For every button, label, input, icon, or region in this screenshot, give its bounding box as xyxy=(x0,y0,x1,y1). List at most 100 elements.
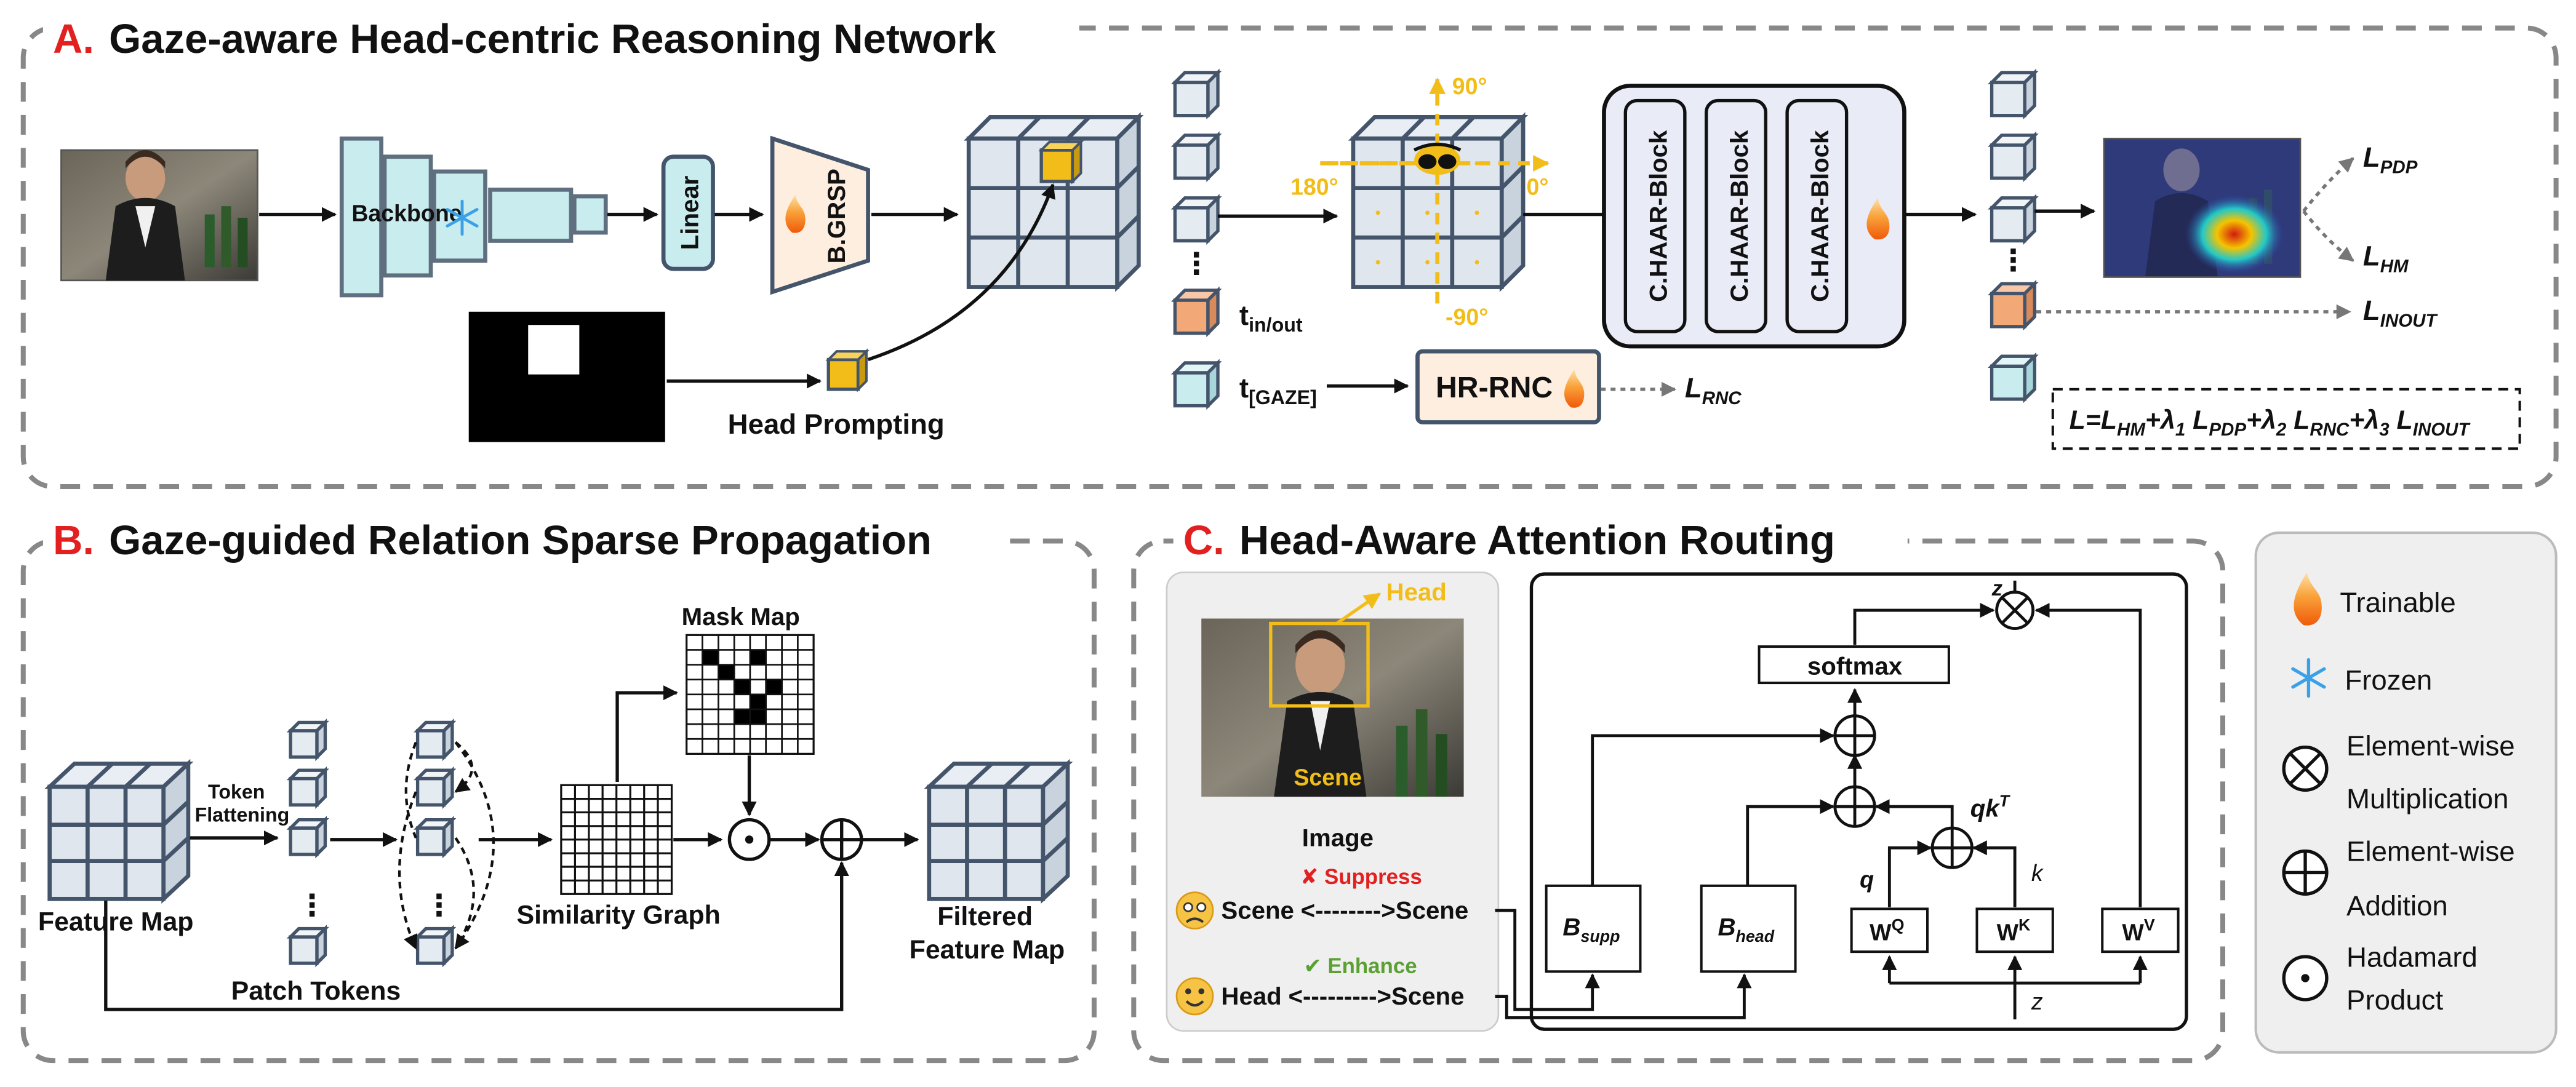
total-loss-text: L=LHM+λ1 LPDP+λ2 LRNC+λ3 LINOUT xyxy=(2070,405,2471,440)
scene-image xyxy=(1201,618,1464,797)
loss-inout-label: LINOUT xyxy=(2363,295,2439,331)
feature-map-label: Feature Map xyxy=(38,907,194,936)
wv-label: WV xyxy=(2122,915,2154,945)
token-flattening-label-2: Flattening xyxy=(195,803,290,826)
trainable-flame-icon xyxy=(785,194,806,233)
section-c-letter: C. xyxy=(1183,517,1225,563)
section-b-letter: B. xyxy=(53,517,94,563)
multiplication-icon xyxy=(2282,745,2329,792)
bgrsp-label: B.GRSP xyxy=(823,169,850,263)
patch-tokens xyxy=(286,718,329,968)
head-add-op xyxy=(1833,785,1876,828)
filtered-label-2: Feature Map xyxy=(910,935,1065,965)
b-head-label: Bhead xyxy=(1718,913,1774,946)
loss-pdp-label: LPDP xyxy=(2363,141,2418,178)
legend-mult-2: Multiplication xyxy=(2346,783,2508,814)
heatmap-image xyxy=(2103,137,2302,278)
token-flattening-label: Token xyxy=(208,781,265,803)
section-a-title: Gaze-aware Head-centric Reasoning Networ… xyxy=(109,16,996,62)
wv-box: WV xyxy=(2101,907,2180,954)
filtered-label-1: Filtered xyxy=(937,902,1033,931)
q-label: q xyxy=(1860,867,1874,893)
sad-face-icon xyxy=(1175,891,1214,930)
legend-hadamard-1: Hadamard xyxy=(2346,941,2478,973)
backbone xyxy=(339,136,608,298)
hr-rnc-block: HR-RNC xyxy=(1415,349,1601,424)
haar-block-stack: C.HAAR-Block C.HAAR-Block C.HAAR-Block xyxy=(1602,84,1906,349)
b-head-box: Bhead xyxy=(1700,884,1797,973)
hr-rnc-label: HR-RNC xyxy=(1436,371,1553,404)
total-loss-formula: L=LHM+λ1 LPDP+λ2 LRNC+λ3 LINOUT xyxy=(2051,388,2521,450)
input-image xyxy=(60,149,258,282)
token-ellipsis: ⋮ xyxy=(1182,247,1211,281)
legend-add-2: Addition xyxy=(2346,890,2448,922)
enhance-label: ✔ Enhance xyxy=(1303,954,1417,978)
head-token-in-grid xyxy=(1038,138,1084,185)
trainable-flame-icon xyxy=(1866,197,1890,240)
haar-block-label: C.HAAR-Block xyxy=(1806,130,1834,302)
section-a-letter: A. xyxy=(53,16,94,62)
add-op xyxy=(820,818,863,861)
z-output-label: z xyxy=(1991,576,2003,600)
angle-0-label: 0° xyxy=(1526,173,1548,199)
linear-block: Linear xyxy=(661,154,715,271)
mask-map-label: Mask Map xyxy=(682,603,800,631)
wq-box: WQ xyxy=(1850,907,1929,954)
angle-180-label: 180° xyxy=(1290,173,1338,199)
gaze-axes xyxy=(1320,78,1550,304)
legend-add-1: Element-wise xyxy=(2346,836,2515,867)
loss-hm-label: LHM xyxy=(2363,241,2409,277)
attention-routing-box xyxy=(1529,572,2188,1031)
loss-rnc-label: LRNC xyxy=(1685,372,1742,408)
head-scene-row: Head<--------->Scene xyxy=(1221,982,1464,1010)
token-relations xyxy=(398,741,495,950)
haar-block-label: C.HAAR-Block xyxy=(1644,130,1672,302)
head-prompting-label: Head Prompting xyxy=(728,408,945,440)
token-column-input xyxy=(1170,68,1222,410)
section-c: C. Head-Aware Attention Routing Head Sce… xyxy=(1131,514,2225,1064)
section-c-title: Head-Aware Attention Routing xyxy=(1239,517,1835,563)
feature-map-cube xyxy=(44,759,194,904)
scene-tag: Scene xyxy=(1294,764,1362,790)
qk-add-op xyxy=(1930,826,1974,869)
softmax-label: softmax xyxy=(1807,653,1903,680)
frozen-icon xyxy=(446,199,479,236)
qkt-label: qkT xyxy=(1970,792,2011,822)
backbone-label: Backbone xyxy=(351,200,462,226)
b-supp-box: Bsupp xyxy=(1545,884,1642,973)
head-tag: Head xyxy=(1386,578,1447,606)
output-mult-op xyxy=(1995,591,2035,631)
angle-neg90-label: -90° xyxy=(1446,304,1488,330)
legend: Trainable Frozen Element-wise Multiplica… xyxy=(2254,532,2558,1054)
linear-label: Linear xyxy=(676,175,703,250)
t-gaze-label: t[GAZE] xyxy=(1239,372,1317,408)
b-supp-label: Bsupp xyxy=(1562,913,1620,946)
t-inout-label: tin/out xyxy=(1239,300,1303,336)
softmax-box: softmax xyxy=(1758,645,1950,685)
wk-label: WK xyxy=(1997,915,2031,945)
z-input-label: z xyxy=(2031,989,2043,1014)
legend-frozen: Frozen xyxy=(2345,664,2432,696)
trainable-flame-icon xyxy=(1564,369,1585,408)
image-caption: Image xyxy=(1302,824,1374,852)
token-column-output xyxy=(1988,68,2039,404)
head-glasses-icon xyxy=(1413,143,1462,175)
section-b: B. Gaze-guided Relation Sparse Propagati… xyxy=(20,514,1097,1064)
patch-tokens-label: Patch Tokens xyxy=(231,976,401,1006)
filtered-feature-map-cube xyxy=(924,759,1073,904)
trainable-flame-icon xyxy=(2294,572,2322,626)
suppress-label: ✘ Suppress xyxy=(1300,865,1422,889)
feature-grid-cube xyxy=(964,112,1144,292)
head-prompt-token xyxy=(825,348,870,392)
connected-tokens xyxy=(414,718,457,968)
legend-trainable: Trainable xyxy=(2340,587,2455,618)
frozen-icon xyxy=(2291,658,2326,698)
k-label: k xyxy=(2031,860,2044,886)
addition-icon xyxy=(2282,849,2329,896)
mask-map xyxy=(686,634,815,755)
legend-mult-1: Element-wise xyxy=(2346,730,2515,762)
similarity-graph-label: Similarity Graph xyxy=(516,901,720,930)
connected-token-ellipsis: ⋮ xyxy=(424,889,454,922)
legend-hadamard-2: Product xyxy=(2346,984,2443,1016)
